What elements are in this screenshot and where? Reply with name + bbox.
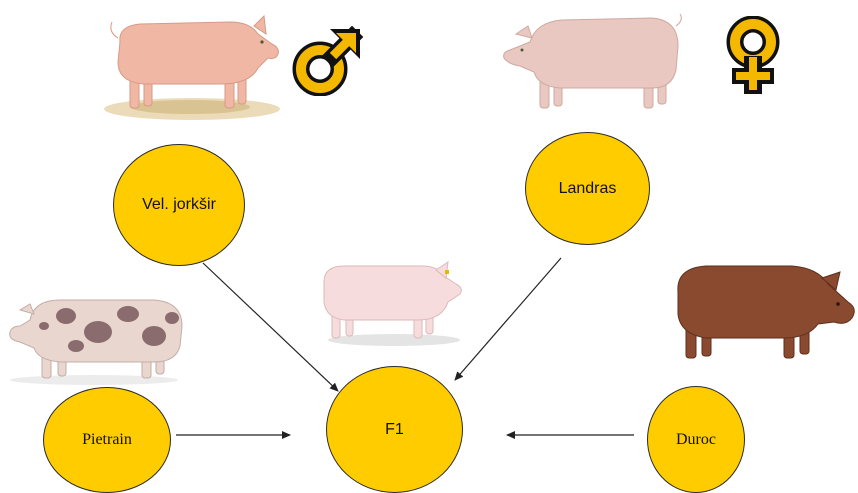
node-f1: F1 (326, 366, 463, 493)
arrow-landrace-to-f1 (454, 257, 562, 381)
node-large-yorkshire: Vel. jorkšir (113, 144, 245, 266)
pig-yorkshire-image (104, 14, 280, 120)
female-symbol-icon (726, 16, 780, 94)
node-label-f1: F1 (385, 420, 404, 438)
node-label-large-yorkshire: Vel. jorkšir (142, 196, 216, 213)
node-landrace: Landras (525, 132, 650, 245)
node-label-landrace: Landras (558, 179, 617, 197)
male-symbol-icon (292, 26, 364, 96)
pig-pietrain-image (9, 299, 183, 385)
pig-f1-image (323, 260, 462, 346)
pig-landrace-image (503, 13, 682, 109)
node-duroc: Duroc (647, 386, 745, 493)
node-label-duroc: Duroc (676, 430, 716, 448)
node-pietrain: Pietrain (43, 387, 171, 493)
node-label-pietrain: Pietrain (82, 431, 132, 448)
pig-duroc-image (677, 265, 855, 359)
